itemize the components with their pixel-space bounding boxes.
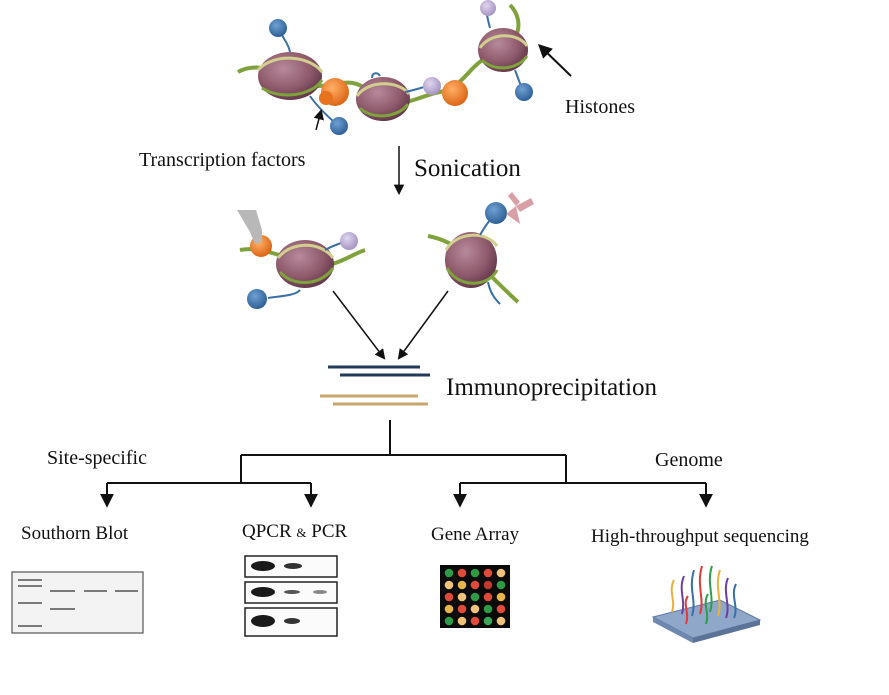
nucleosome-1 [256, 52, 324, 100]
array-spot [470, 604, 480, 614]
transcription-factor-2 [442, 80, 468, 106]
southern-blot-image [11, 571, 144, 634]
histones-label: Histones [565, 96, 635, 118]
precipitated-dna-icon [320, 365, 430, 406]
array-spot [457, 604, 467, 614]
histones-pointer-arrow [537, 44, 572, 77]
transcription-factors-label: Transcription factors [139, 149, 306, 171]
array-spot [483, 592, 493, 602]
qpcr-label-b: PCR [311, 521, 348, 542]
array-spot [483, 604, 493, 614]
ac-tag-icon [480, 0, 496, 16]
me-tag-icon [515, 83, 533, 101]
array-spot [444, 604, 454, 614]
array-spot [496, 568, 506, 578]
genome-label: Genome [655, 449, 723, 471]
antibody-icon [237, 210, 262, 244]
array-spot [470, 616, 480, 626]
array-spot [496, 616, 506, 626]
qpcr-pcr-label: QPCR & PCR [242, 522, 347, 541]
converge-arrow-right [397, 290, 449, 360]
converge-arrow-left [332, 290, 386, 360]
me-tag-icon [247, 289, 267, 309]
qpcr-gel-image [244, 555, 338, 637]
chromatin-top [237, 0, 572, 135]
nucleosome-3 [478, 28, 529, 72]
array-spot [483, 580, 493, 590]
fragment-right [427, 192, 534, 305]
me-tag-icon [485, 202, 507, 224]
ac-tag-icon [423, 77, 441, 95]
site-specific-label: Site-specific [47, 447, 147, 469]
array-spot [496, 580, 506, 590]
array-spot [496, 604, 506, 614]
fragment-left [237, 210, 366, 309]
immunoprecipitation-label: Immunoprecipitation [446, 374, 658, 401]
gene-array-label: Gene Array [431, 524, 520, 545]
sonication-label: Sonication [414, 155, 521, 182]
tf-pointer-arrow [313, 108, 324, 131]
me-tag-icon [269, 19, 287, 37]
qpcr-amp: & [296, 525, 307, 540]
array-spot [444, 568, 454, 578]
array-spot [444, 580, 454, 590]
array-spot [457, 616, 467, 626]
qpcr-label-a: QPCR [242, 521, 292, 542]
array-spot [470, 580, 480, 590]
array-spot [444, 592, 454, 602]
nucleosome-2 [355, 77, 411, 121]
array-spot [457, 592, 467, 602]
branch-tree [100, 420, 713, 508]
array-spot [457, 580, 467, 590]
me-tag-icon [330, 117, 348, 135]
array-spot [470, 592, 480, 602]
gene-array-image [440, 565, 510, 628]
array-spot [457, 568, 467, 578]
array-spot [483, 568, 493, 578]
ac-tag-icon [340, 232, 358, 250]
sequencing-label: High-throughput sequencing [591, 526, 809, 547]
sequencing-chip-image [651, 565, 762, 643]
array-spot [470, 568, 480, 578]
array-spot [496, 592, 506, 602]
transcription-factor-1 [319, 78, 349, 106]
southern-blot-label: Southorn Blot [21, 523, 129, 544]
array-spot [444, 616, 454, 626]
antibody-icon [506, 192, 534, 224]
array-spot [483, 616, 493, 626]
